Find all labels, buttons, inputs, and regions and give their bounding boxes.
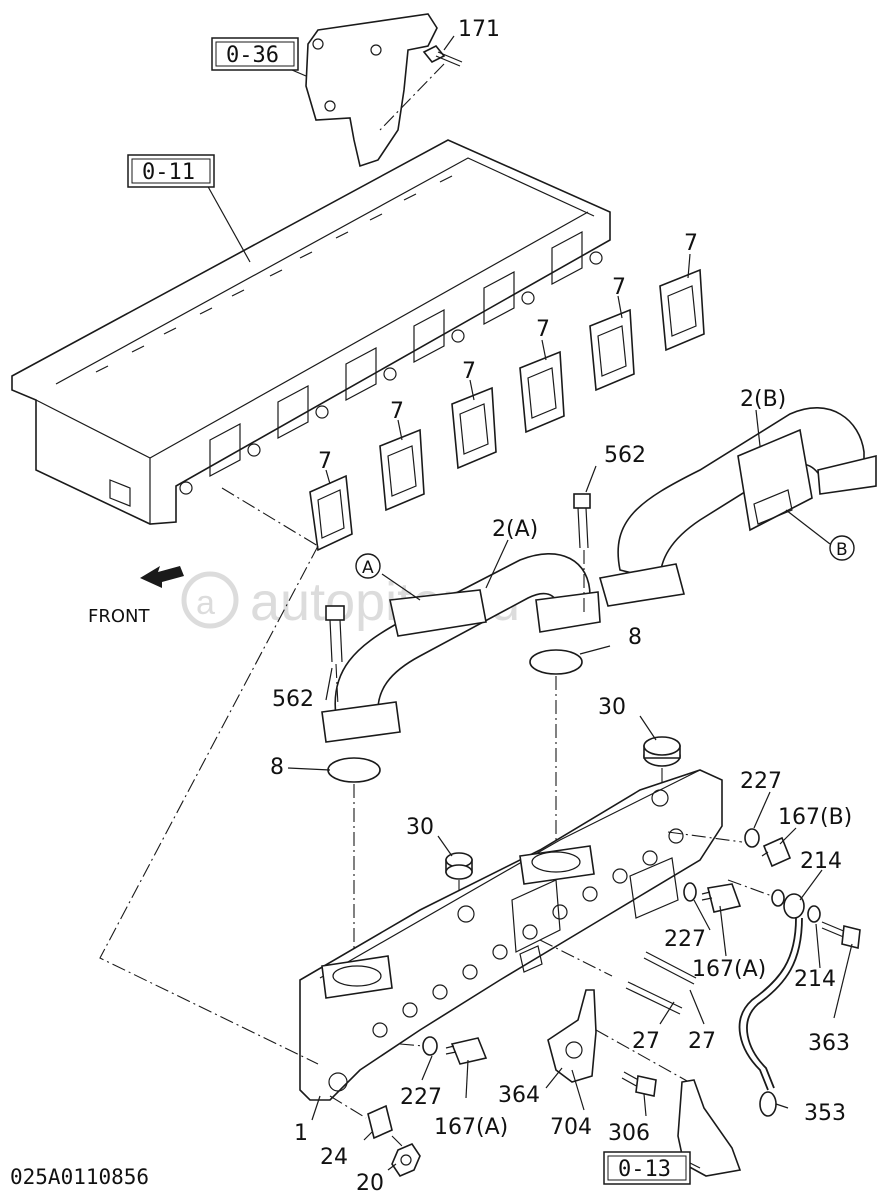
part-label-7-a[interactable]: 7 [318,449,332,474]
front-label: FRONT [88,606,150,627]
part-label-7-b[interactable]: 7 [390,399,404,424]
part-label-7-f[interactable]: 7 [684,231,698,256]
plug-167b [761,836,792,868]
cylinder-head [11,139,611,525]
exhaust-manifold-1 [299,769,723,1101]
callout-b: B [829,535,855,561]
bolt-562-upper [573,493,591,549]
part-label-227-upper[interactable]: 227 [740,769,782,794]
seal-ring-8-upper [529,649,583,675]
callout-a: A [355,553,381,579]
part-label-27-right[interactable]: 27 [688,1029,716,1054]
part-label-7-c[interactable]: 7 [462,359,476,384]
leader-lines [205,35,853,1171]
part-label-704[interactable]: 704 [550,1115,592,1140]
part-label-214-upper[interactable]: 214 [800,849,842,874]
bracket-364 [547,989,597,1083]
ref-box-0-36-label: 0-36 [226,43,279,68]
part-label-7-d[interactable]: 7 [536,317,550,342]
stud-24 [367,1104,393,1140]
part-label-7-e[interactable]: 7 [612,275,626,300]
svg-text:A: A [362,558,374,578]
plug-167a-lower [445,1037,488,1065]
part-label-306[interactable]: 306 [608,1121,650,1146]
washer-227-mid [683,882,697,902]
part-label-2a[interactable]: 2(A) [492,517,538,542]
front-arrow-icon [140,566,184,588]
seal-ring-8-lower [327,757,381,783]
plug-167a-right [701,883,742,913]
ref-box-0-13-label: 0-13 [618,1157,671,1182]
cap-30-lower [445,852,473,880]
part-label-8-upper[interactable]: 8 [628,625,642,650]
part-label-363[interactable]: 363 [808,1031,850,1056]
part-label-2b[interactable]: 2(B) [740,387,786,412]
bolt-171 [422,44,463,67]
part-label-171[interactable]: 171 [458,17,500,42]
exhaust-pipe-2b [598,407,877,607]
part-label-214-lower[interactable]: 214 [794,967,836,992]
part-label-8-lower[interactable]: 8 [270,755,284,780]
part-labels: 171 7 7 7 7 7 7 2(B) 562 2(A) 562 8 8 30… [270,17,852,1196]
part-label-27-left[interactable]: 27 [632,1029,660,1054]
part-label-364[interactable]: 364 [498,1083,540,1108]
cap-30-upper [643,736,681,767]
part-label-227-mid[interactable]: 227 [664,927,706,952]
part-label-167a-right[interactable]: 167(A) [692,957,766,982]
part-label-562-lower[interactable]: 562 [272,687,314,712]
svg-text:a: a [196,584,215,622]
bolt-306 [621,1071,657,1097]
catalog-code: 025A0110856 [10,1165,149,1189]
svg-text:B: B [836,540,848,560]
part-label-30-lower[interactable]: 30 [406,815,434,840]
washer-214-a [771,889,785,907]
part-label-30-upper[interactable]: 30 [598,695,626,720]
eye-bolt-fitting [783,893,805,919]
gaskets-7 [309,268,705,552]
lower-bracket [677,1079,742,1177]
bolt-363 [821,921,861,949]
part-label-353[interactable]: 353 [804,1101,846,1126]
studs-27 [625,951,697,1015]
washer-214-b [807,905,821,923]
part-label-227-lower[interactable]: 227 [400,1085,442,1110]
part-label-20[interactable]: 20 [356,1171,384,1196]
part-label-167b[interactable]: 167(B) [778,805,852,830]
ref-box-0-11[interactable]: 0-11 [127,154,215,188]
part-label-562-upper[interactable]: 562 [604,443,646,468]
nut-20 [391,1143,421,1177]
washer-227-lower [422,1036,438,1056]
bolt-562-lower [325,605,345,663]
part-label-24[interactable]: 24 [320,1145,348,1170]
washer-227-upper [744,828,760,848]
exhaust-pipe-2a [321,553,601,743]
part-label-167a-lower[interactable]: 167(A) [434,1115,508,1140]
ref-box-0-11-label: 0-11 [142,160,195,185]
part-label-1[interactable]: 1 [294,1121,308,1146]
oil-pipe-353 [738,917,803,1117]
ref-box-0-36[interactable]: 0-36 [211,37,299,71]
upper-bracket [305,13,438,168]
ref-box-0-13[interactable]: 0-13 [603,1151,691,1185]
